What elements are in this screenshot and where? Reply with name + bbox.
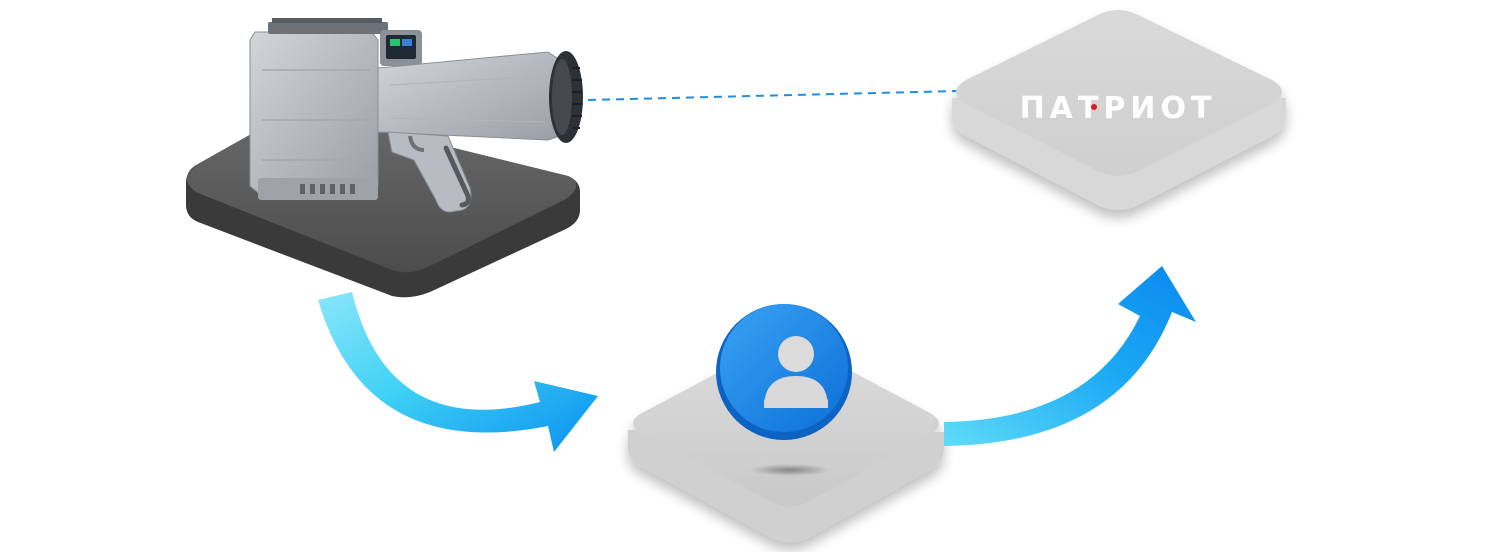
curved-arrow-right-icon — [318, 292, 598, 452]
curved-arrow-up-icon — [944, 266, 1196, 446]
user-icon — [716, 304, 852, 440]
logo-platform — [952, 10, 1286, 210]
dashed-connector-line — [587, 90, 959, 101]
brand-logo-text: ПАТРИОТ — [1020, 91, 1217, 126]
handheld-detector-device — [249, 18, 583, 213]
brand-logo: ПАТРИОТ — [1020, 91, 1217, 126]
logo-red-dot — [1091, 104, 1097, 110]
